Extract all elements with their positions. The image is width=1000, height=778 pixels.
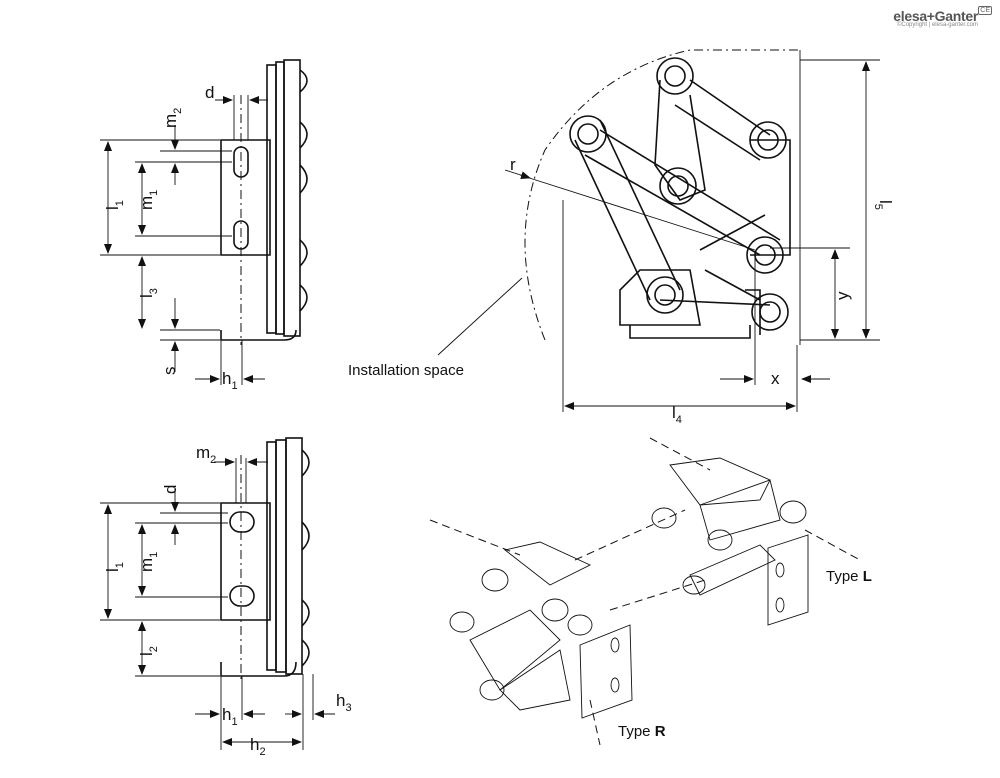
dim-h1-bottom: h1	[222, 705, 238, 728]
label-type-l-prefix: Type	[826, 568, 863, 585]
label-type-l: Type L	[826, 568, 872, 585]
dim-m2-bottom: m2	[196, 443, 216, 466]
dim-r: r	[510, 155, 516, 174]
dim-y: y	[833, 291, 852, 300]
label-installation-space: Installation space	[348, 362, 464, 379]
brand-name: elesa+Ganter	[893, 8, 978, 24]
dim-d-bottom: d	[161, 485, 180, 494]
label-type-r-letter: R	[655, 723, 666, 740]
top-right-open-hinge-view	[437, 49, 880, 412]
brand-logo: elesa+Ganter ©Copyright | elesa-ganter.c…	[893, 6, 992, 28]
bottom-left-side-view	[100, 437, 335, 750]
dim-m1-top: m1	[137, 190, 160, 210]
dim-l5: l5	[872, 200, 895, 210]
ce-mark: CE	[978, 6, 992, 15]
dim-d-top: d	[205, 83, 214, 102]
dim-l4: l4	[672, 403, 682, 426]
dim-l1-bottom: l1	[103, 562, 126, 572]
label-type-r-prefix: Type	[618, 723, 655, 740]
dim-m2-top: m2	[161, 108, 184, 128]
dim-x: x	[771, 369, 780, 388]
dim-l1-top: l1	[103, 200, 126, 210]
dim-h3-bottom: h3	[336, 691, 352, 714]
dim-m1-bottom: m1	[137, 552, 160, 572]
dim-h1-top: h1	[222, 369, 238, 392]
dim-h2-bottom: h2	[250, 735, 266, 758]
top-left-side-view	[100, 59, 308, 385]
brand-copyright: ©Copyright | elesa-ganter.com	[896, 22, 978, 28]
dim-l2-bottom: l2	[137, 646, 160, 656]
isometric-exploded-view	[429, 437, 861, 746]
label-type-l-letter: L	[863, 568, 872, 585]
label-type-r: Type R	[618, 723, 666, 740]
dim-l3-top: l3	[137, 288, 160, 298]
dim-s-top: s	[160, 367, 179, 376]
